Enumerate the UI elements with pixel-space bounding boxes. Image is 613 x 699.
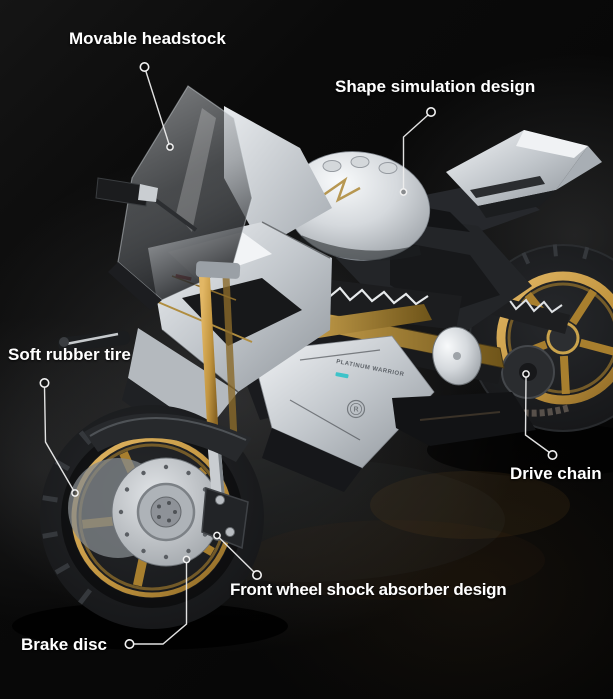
callout-label-shape-simulation-design: Shape simulation design	[335, 77, 536, 96]
callout-ring-shape-simulation	[425, 107, 436, 118]
callout-label-brake-disc: Brake disc	[21, 635, 107, 654]
teal-accent-sticker	[335, 372, 349, 379]
exhaust	[392, 392, 536, 446]
callout-label-soft-rubber-tire: Soft rubber tire	[8, 345, 131, 364]
leader-shape-simulation	[402, 114, 429, 189]
callout-dot-shape-simulation	[399, 188, 408, 196]
callout-dot-movable-headstock	[166, 143, 174, 151]
leader-movable-headstock	[145, 70, 170, 145]
callout-ring-drive-chain	[547, 449, 558, 460]
callout-ring-soft-rubber-tire	[39, 377, 50, 388]
svg-text:R: R	[353, 407, 358, 414]
handlebar	[58, 330, 130, 352]
brand-badge: R	[346, 399, 366, 419]
callout-dot-drive-chain	[522, 370, 530, 378]
leader-front-shock	[219, 537, 255, 573]
brick-studs	[322, 156, 398, 174]
front-fender	[84, 413, 252, 462]
clutch-cover	[432, 326, 482, 386]
callout-label-front-wheel-shock-absorber-design: Front wheel shock absorber design	[230, 580, 507, 599]
windshield	[108, 85, 253, 310]
leader-drive-chain	[524, 377, 550, 454]
mirror	[95, 177, 198, 232]
belly-fairing: PLATINUM WARRIOR R	[251, 304, 536, 492]
leader-soft-rubber-tire	[43, 386, 74, 491]
leader-brake-disc	[133, 563, 188, 645]
callout-dot-front-shock	[213, 531, 221, 540]
callout-dot-brake-disc	[182, 555, 191, 564]
callout-dot-soft-rubber-tire	[71, 489, 79, 497]
callout-label-drive-chain: Drive chain	[510, 464, 602, 483]
callout-ring-brake-disc	[124, 638, 135, 649]
callout-label-movable-headstock: Movable headstock	[69, 29, 226, 48]
callout-ring-movable-headstock	[139, 61, 150, 72]
callout-ring-front-shock	[252, 569, 263, 580]
brake-caliper	[201, 486, 249, 550]
